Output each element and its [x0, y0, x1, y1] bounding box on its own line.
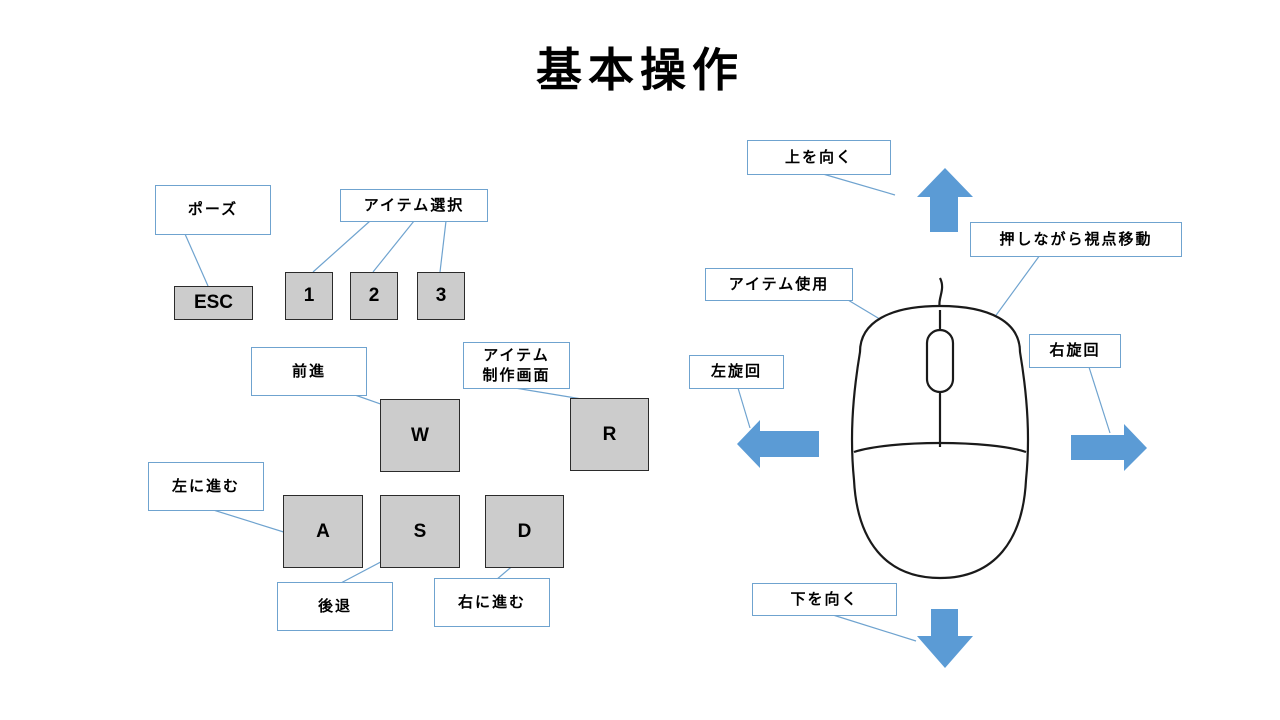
key-1: 1 [285, 272, 333, 320]
mouse-icon [850, 277, 1030, 580]
arrow-left-icon [737, 420, 819, 468]
key-d: D [485, 495, 564, 568]
page-title: 基本操作 [536, 43, 744, 97]
label-item-craft-line2: 制作画面 [482, 365, 551, 384]
key-s: S [380, 495, 460, 568]
arrow-right-icon [1071, 424, 1147, 471]
label-turn-left: 左旋回 [689, 355, 784, 389]
label-look-down: 下を向く [752, 583, 897, 616]
label-forward: 前進 [251, 347, 367, 396]
key-r: R [570, 398, 649, 471]
key-3: 3 [417, 272, 465, 320]
label-drag-view: 押しながら視点移動 [970, 222, 1182, 257]
label-back: 後退 [277, 582, 393, 631]
label-turn-right: 右旋回 [1029, 334, 1121, 368]
key-a: A [283, 495, 363, 568]
arrow-up-icon [917, 168, 973, 232]
label-left-move: 左に進む [148, 462, 264, 511]
key-w: W [380, 399, 460, 472]
label-right-move: 右に進む [434, 578, 550, 627]
label-item-craft-line1: アイテム [483, 346, 550, 364]
direction-arrows [737, 168, 1147, 668]
label-item-select: アイテム選択 [340, 189, 488, 222]
label-use-item: アイテム使用 [705, 268, 853, 301]
key-esc: ESC [174, 286, 253, 320]
label-look-up: 上を向く [747, 140, 891, 175]
label-item-craft: アイテム 制作画面 [463, 342, 570, 389]
label-pause: ポーズ [155, 185, 271, 235]
arrow-down-icon [917, 609, 973, 668]
key-2: 2 [350, 272, 398, 320]
